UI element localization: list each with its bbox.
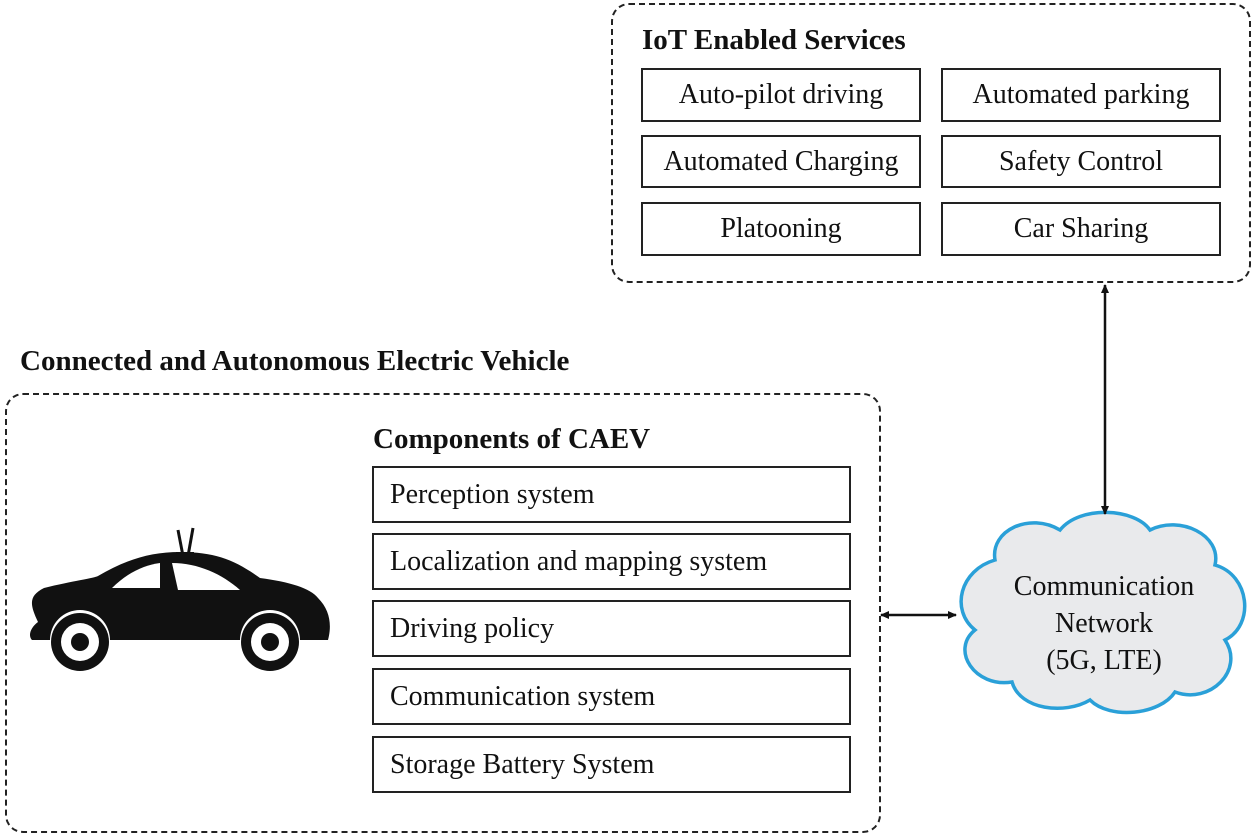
service-automated-charging: Automated Charging [641,135,921,188]
network-label-line3: (5G, LTE) [1046,645,1162,676]
component-communication-system: Communication system [372,668,851,725]
car-icon [30,527,330,671]
caev-title: Connected and Autonomous Electric Vehicl… [20,345,570,377]
iot-services-title: IoT Enabled Services [642,24,906,56]
component-localization-mapping: Localization and mapping system [372,533,851,590]
service-platooning: Platooning [641,202,921,256]
service-automated-parking: Automated parking [941,68,1221,122]
network-label-line2: Network [1055,608,1153,639]
component-storage-battery: Storage Battery System [372,736,851,793]
iot-services-group [611,3,1251,283]
service-auto-pilot-driving: Auto-pilot driving [641,68,921,122]
service-safety-control: Safety Control [941,135,1221,188]
components-title: Components of CAEV [373,423,651,455]
network-label: Communication Network (5G, LTE) [974,568,1234,679]
component-perception-system: Perception system [372,466,851,523]
service-car-sharing: Car Sharing [941,202,1221,256]
component-driving-policy: Driving policy [372,600,851,657]
network-label-line1: Communication [1013,571,1195,602]
